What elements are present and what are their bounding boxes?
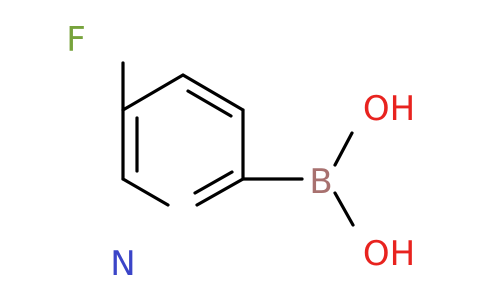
atom-fluorine-label: F bbox=[66, 20, 86, 60]
atom-labels: F N B OH OH bbox=[66, 20, 415, 284]
atom-hydroxyl-top-label: OH bbox=[363, 89, 415, 129]
bond-c2-n-inner bbox=[193, 170, 234, 195]
bond-c4-c3-inner bbox=[186, 89, 233, 118]
bond-b-oh-bottom bbox=[333, 191, 355, 227]
atom-nitrogen-label: N bbox=[110, 244, 135, 284]
atom-boron-label: B bbox=[309, 162, 332, 202]
bond-c5-c4 bbox=[121, 73, 185, 112]
bond-b-oh-top bbox=[333, 131, 354, 167]
atom-hydroxyl-bottom-label: OH bbox=[363, 234, 415, 274]
bond-n-c6 bbox=[121, 177, 170, 207]
bonds bbox=[121, 61, 355, 227]
bond-c4-c3 bbox=[181, 73, 245, 112]
bond-c2-n bbox=[195, 177, 245, 207]
